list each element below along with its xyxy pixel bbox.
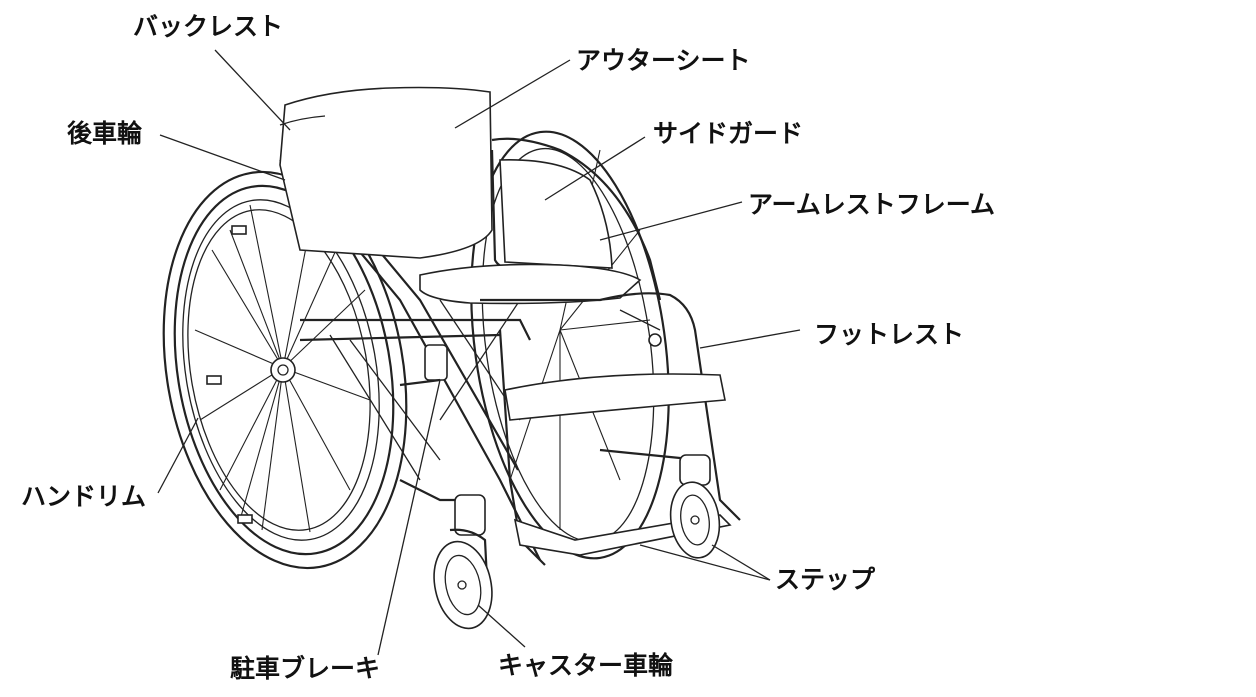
leader-step-1 [639,544,771,581]
leader-caster-wheel [477,604,526,648]
leader-hand-rim [157,417,199,494]
backrest-shape [279,86,493,259]
leader-side-guard [544,136,646,201]
label-outer-seat: アウターシート [576,46,751,75]
label-footrest: フットレスト [814,320,965,349]
leader-parking-brake [377,379,441,656]
wheel-spokes [194,199,371,533]
leader-backrest [214,49,291,131]
leader-lines [157,49,801,656]
label-parking-brake: 駐車ブレーキ [230,654,381,683]
label-rear-wheel: 後車輪 [67,119,143,148]
leader-rear-wheel [159,134,286,181]
right-caster [669,454,721,559]
left-caster [433,494,493,630]
label-hand-rim: ハンドリム [21,482,147,511]
label-backrest: バックレスト [133,12,284,41]
seat-shape [419,263,642,305]
label-side-guard: サイドガード [653,119,804,148]
label-step: ステップ [775,565,876,594]
leader-step-2 [711,544,771,581]
left-rear-wheel [162,170,408,570]
leader-footrest [699,329,801,349]
leader-outer-seat [454,59,571,129]
brake-lever [399,344,448,387]
label-caster-wheel: キャスター車輪 [498,651,674,680]
label-armrest-frame: アームレストフレーム [748,190,996,219]
leader-armrest-frame [599,201,743,241]
